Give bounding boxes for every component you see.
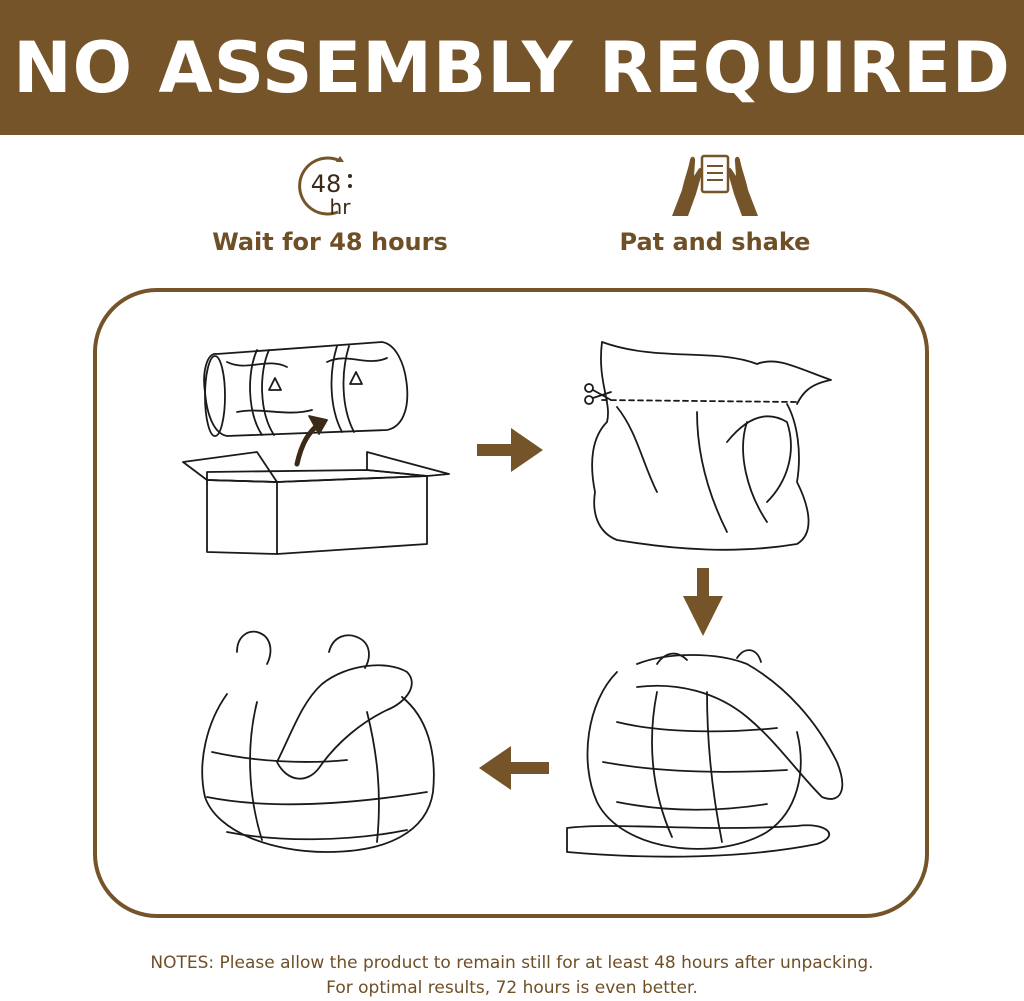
unfolding-beanbag-icon [566, 649, 844, 858]
clock-unit: hr [330, 195, 352, 219]
title-banner: NO ASSEMBLY REQUIRED [0, 0, 1024, 135]
tip-pat: Pat and shake [565, 150, 865, 256]
expanded-beanbag-icon [201, 630, 435, 853]
rolled-bag-out-of-box-icon [182, 341, 450, 555]
arrow-left-icon [479, 746, 549, 790]
tip-pat-label: Pat and shake [619, 228, 811, 256]
notes-line-1: NOTES: Please allow the product to remai… [150, 953, 874, 973]
tip-wait: 48 hr Wait for 48 hours [180, 150, 480, 256]
steps-illustration [182, 341, 844, 858]
arrow-down-icon [683, 568, 723, 636]
hands-pat-icon [672, 154, 758, 216]
tip-wait-label: Wait for 48 hours [212, 228, 448, 256]
arrow-right-icon [477, 428, 543, 472]
instruction-panel [93, 288, 929, 918]
notes: NOTES: Please allow the product to remai… [0, 951, 1024, 1001]
page-title: NO ASSEMBLY REQUIRED [13, 26, 1011, 109]
clock-number: 48 [311, 170, 342, 198]
clock-48hr-icon: 48 hr [298, 156, 352, 219]
cut-bag-open-icon [584, 341, 832, 551]
scissors-icon [584, 383, 612, 405]
notes-line-2: For optimal results, 72 hours is even be… [326, 978, 698, 998]
